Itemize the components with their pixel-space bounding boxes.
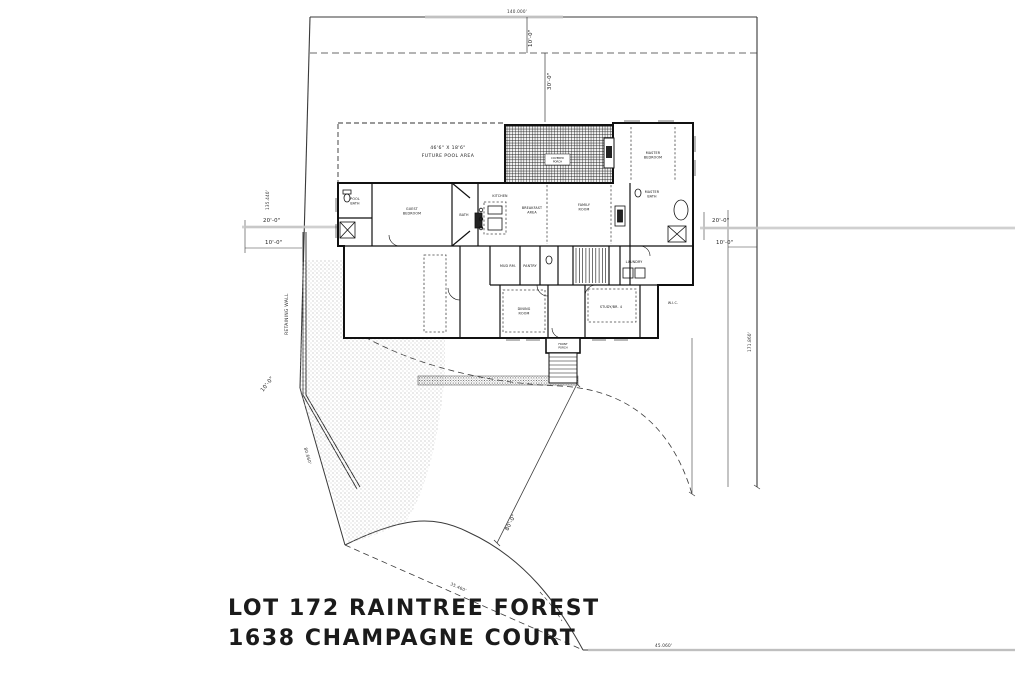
- fireplace-box: [606, 146, 612, 158]
- master-shower: [667, 225, 687, 243]
- room-labels: 46'6" X 18'6" FUTURE POOL AREA MASTER BE…: [350, 145, 678, 350]
- chord-length-label: 35.460': [450, 581, 468, 593]
- porch-label-2: PORCH: [558, 346, 567, 350]
- left-length-label: 135.440': [265, 190, 270, 210]
- pool-bath-label-2: BATH: [350, 202, 360, 206]
- front-stoop: [545, 337, 581, 384]
- breakfast-label-1: BREAKFAST: [522, 206, 543, 210]
- pool-label-2: FUTURE POOL AREA: [422, 153, 475, 159]
- kitchen-island: [483, 201, 507, 235]
- master-bedroom-label-1: MASTER: [646, 151, 661, 155]
- right-dim2-label: 10'-0": [716, 240, 733, 246]
- lot-boundary: [299, 15, 1015, 652]
- pantry-label: PANTRY: [523, 264, 537, 268]
- laundry-label: LAUNDRY: [626, 260, 644, 264]
- master-tub: [673, 199, 689, 221]
- study-label: STUDY/BR. 4: [600, 305, 622, 309]
- pool-label-1: 46'6" X 18'6": [430, 145, 466, 151]
- front-setback2-label: 30'-0": [547, 73, 553, 90]
- dryer: [634, 267, 646, 279]
- kitchen-label: KITCHEN: [492, 194, 508, 198]
- dining-room-label-2: ROOM: [519, 312, 530, 316]
- pool-bath-shower: [339, 221, 356, 239]
- radial-dim-label: 80'-0": [504, 514, 517, 532]
- porch-label-1: FRONT: [558, 342, 568, 346]
- family-room-label-2: ROOM: [579, 208, 590, 212]
- pool-bath-label-1: POOL: [350, 197, 360, 201]
- left-dim2-label: 10'-0": [265, 240, 282, 246]
- front-walk-band: [417, 375, 579, 386]
- washer: [622, 267, 634, 279]
- door-swings: [388, 234, 651, 339]
- master-bedroom-label-2: BEDROOM: [644, 156, 662, 160]
- media-wall: [614, 205, 626, 227]
- bath-label: BATH: [459, 213, 469, 217]
- dining-room-label-1: DINING: [518, 307, 531, 311]
- family-room-label-1: FAMILY: [578, 203, 591, 207]
- bottom-length-label: 45.060': [655, 643, 672, 648]
- house-floor-plan: [335, 120, 696, 384]
- deck-label-box: [544, 153, 571, 166]
- study-rug: [587, 288, 637, 323]
- dashed-features: [423, 127, 676, 333]
- master-bath-label-1: MASTER: [645, 190, 660, 194]
- deck-label-2: PORCH: [553, 160, 562, 164]
- master-bath-label-2: BATH: [647, 195, 657, 199]
- garage-bay: [423, 254, 447, 333]
- dining-rug: [502, 289, 546, 333]
- interior-walls: [338, 182, 693, 338]
- right-dim1-label: 20'-0": [712, 218, 729, 224]
- title-block: LOT 172 RAINTREE FOREST 1638 CHAMPAGNE C…: [228, 596, 600, 651]
- retaining-wall-label: RETAINING WALL: [284, 293, 290, 335]
- title-line-2: 1638 CHAMPAGNE COURT: [228, 626, 576, 651]
- wic-label: W.I.C.: [668, 301, 678, 305]
- lower-left-length-label: 80.660': [303, 447, 313, 465]
- future-pool-area: [337, 122, 506, 184]
- deck-label-1: COVERED: [551, 156, 564, 160]
- left-dim1-label: 20'-0": [263, 218, 280, 224]
- right-length-label: 171.860': [747, 332, 752, 352]
- top-length-label: 140.000': [507, 9, 527, 14]
- guest-bedroom-label-2: BEDROOM: [403, 212, 421, 216]
- guest-bedroom-label-1: GUEST: [406, 207, 419, 211]
- front-setback1-label: 10'-0": [528, 30, 534, 47]
- dimension-lines: [242, 17, 1015, 547]
- breakfast-label-2: AREA: [527, 211, 537, 215]
- mud-room-label: MUD RM.: [500, 264, 516, 268]
- title-line-1: LOT 172 RAINTREE FOREST: [228, 596, 600, 621]
- corner-dim-label: 10'-0": [260, 376, 275, 393]
- driveway: [300, 260, 579, 543]
- fixtures: [339, 188, 689, 279]
- stairs: [575, 248, 607, 283]
- master-wc-toilet: [634, 188, 642, 198]
- windows: [335, 120, 696, 341]
- powder-toilet: [545, 255, 553, 265]
